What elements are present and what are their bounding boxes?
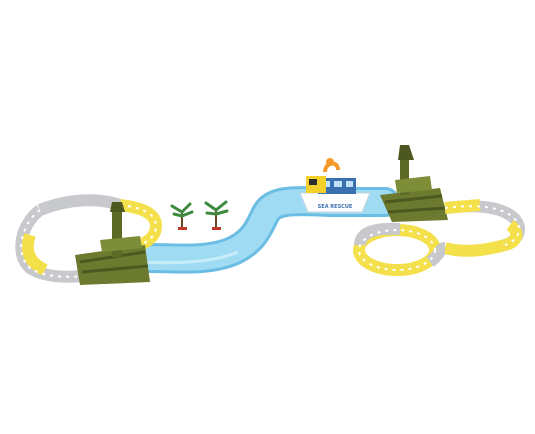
left-bridge bbox=[75, 202, 150, 285]
tree-left bbox=[170, 202, 194, 230]
boat-label: SEA RESCUE bbox=[318, 204, 353, 210]
water-track bbox=[115, 186, 400, 274]
right-track bbox=[353, 199, 525, 276]
tree-right bbox=[204, 200, 229, 230]
right-bridge bbox=[380, 145, 448, 222]
rescue-boat: SEA RESCUE bbox=[299, 158, 371, 213]
